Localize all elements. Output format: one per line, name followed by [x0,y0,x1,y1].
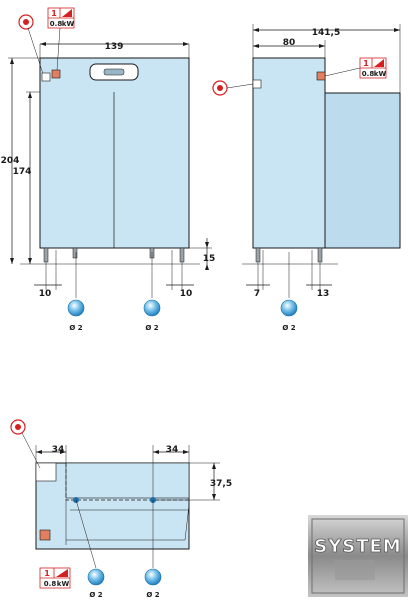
total-depth-label: 141,5 [312,28,340,38]
front-leg-right-a [179,247,185,263]
side-power-socket [252,79,262,89]
power-badge-side: 1 0.8 kW [359,57,387,79]
width-label: 139 [105,42,124,52]
front-leg-left-a [43,247,49,263]
side-leg-left [255,247,261,263]
power-badge-top: 1 0.8 kW [39,567,71,589]
front-view: 139 204 174 15 10 10 Ø 2 Ø 2 [1,7,216,332]
side-drain-water-icon [280,299,298,317]
side-cabinet-body [252,57,326,249]
top-drain-right-label: Ø 2 [146,591,159,599]
body-height-label: 174 [13,167,32,177]
side-leg-right [317,247,323,263]
top-right-offset-label: 34 [166,445,179,455]
power-value-top: 0.8 [44,580,57,588]
system-logo: SYSTEM [308,515,408,597]
left-offset-label: 10 [39,289,52,299]
logo-plate-badge [103,68,125,76]
power-unit-front: kW [62,20,75,28]
power-socket [41,72,51,82]
drain-left-label: Ø 2 [69,324,82,332]
power-unit-top: kW [57,580,70,588]
power-unit-side: kW [374,70,387,78]
side-left-offset-label: 7 [254,289,260,299]
power-phase-front: 1 [51,9,57,18]
power-terminal [51,69,61,79]
logo-text: SYSTEM [314,536,401,557]
power-phase-side: 1 [363,59,369,68]
drain-left-water-icon [67,299,85,317]
side-drain-label: Ø 2 [282,324,295,332]
top-drain-left-water-icon [87,568,105,586]
right-offset-label: 10 [180,289,193,299]
top-depth-offset-label: 37,5 [210,479,232,489]
top-left-offset-label: 34 [52,445,65,455]
front-leg-left-b [72,247,78,259]
power-value-side: 0.8 [362,70,375,78]
side-door-open [324,92,401,249]
top-power-terminal [39,529,51,541]
side-view: 141,5 80 7 13 Ø 2 1 0.8 [212,24,401,332]
total-height-label: 204 [1,156,20,166]
power-value-front: 0.8 [50,20,63,28]
side-right-offset-label: 13 [317,289,330,299]
top-drain-right-water-icon [144,568,162,586]
body-depth-label: 80 [283,38,296,48]
side-power-terminal [316,71,326,81]
drain-right-label: Ø 2 [145,324,158,332]
power-phase-top: 1 [44,569,50,578]
top-inner-compartment [65,462,190,499]
drain-right-water-icon [143,299,161,317]
front-cabinet-body [39,57,190,249]
leg-height-label: 15 [203,254,216,264]
top-view: 34 34 37,5 Ø 2 Ø 2 1 [10,419,232,599]
power-badge-front: 1 0.8 kW [47,7,75,29]
top-drain-left-label: Ø 2 [89,591,102,599]
logo-background [308,515,408,597]
